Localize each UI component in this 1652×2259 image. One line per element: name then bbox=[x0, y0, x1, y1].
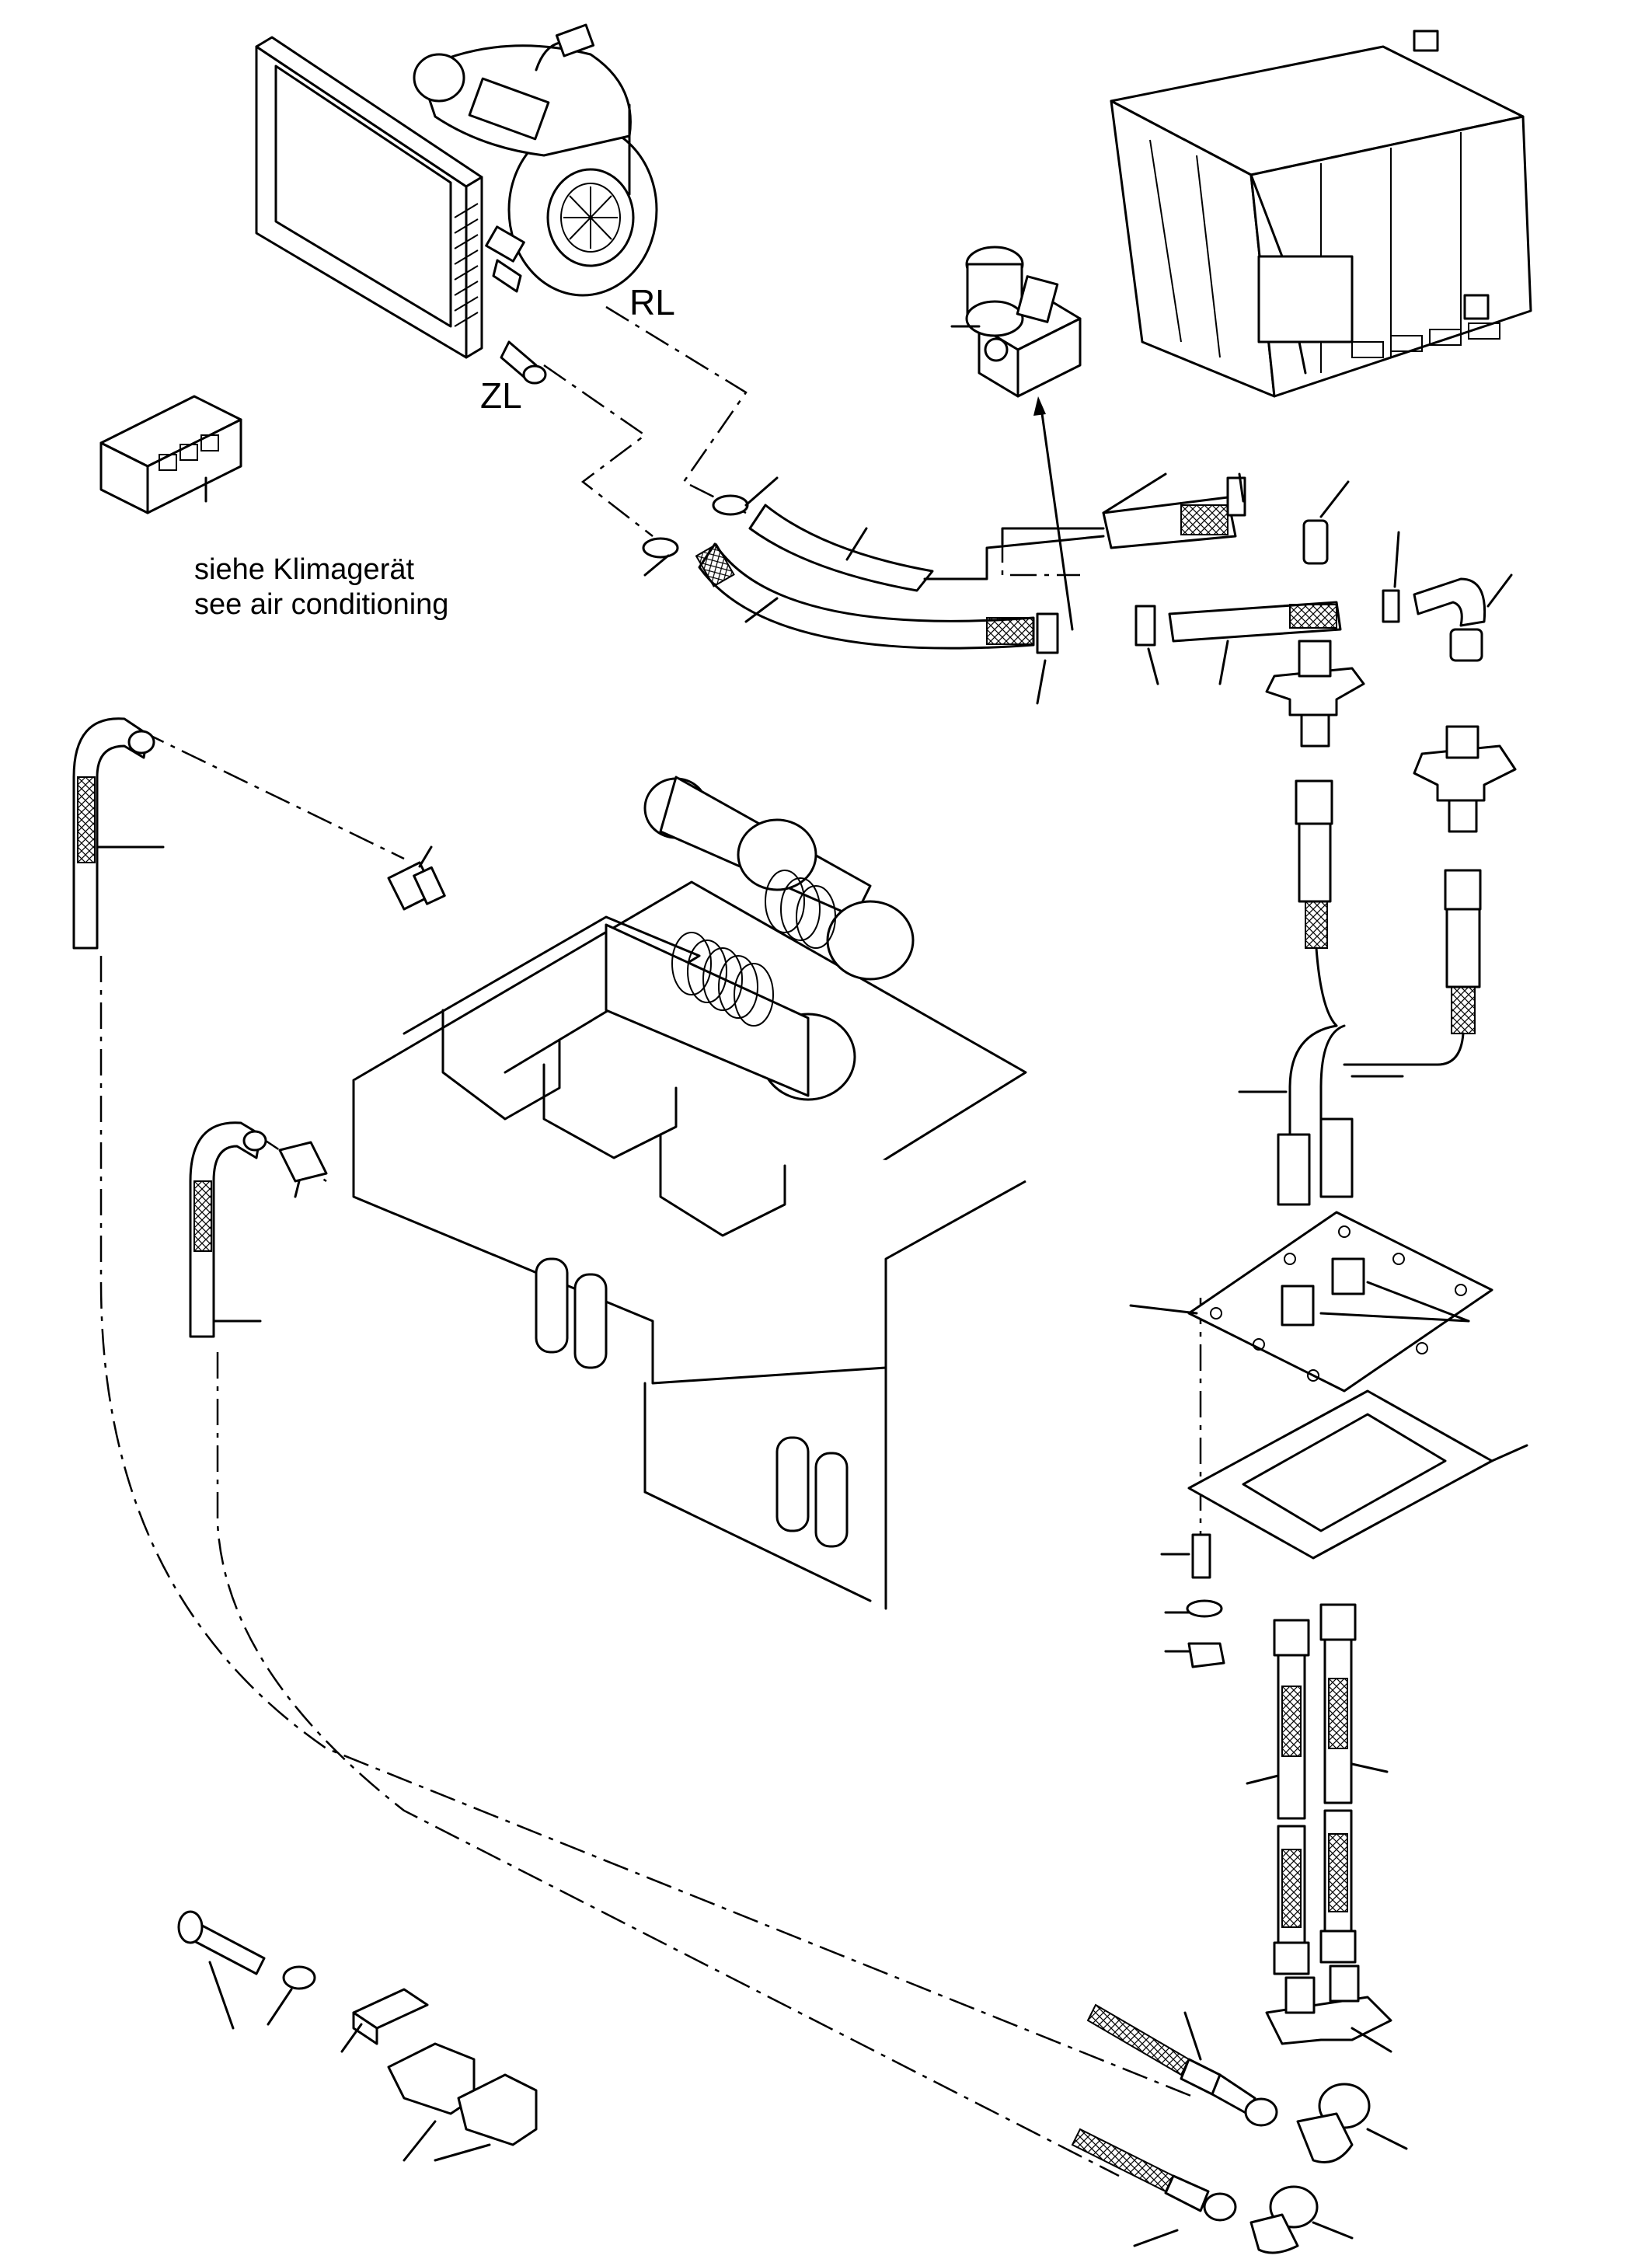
right-hoses-lower bbox=[1246, 1603, 1408, 2254]
note-german: siehe Klimagerät bbox=[194, 553, 414, 586]
heater-blower-unit bbox=[255, 23, 658, 385]
rl-label: RL bbox=[629, 282, 675, 322]
right-hoses-middle bbox=[1238, 779, 1482, 1206]
clamp-kit bbox=[177, 1910, 538, 2162]
climate-control-panel bbox=[99, 395, 242, 514]
heater-hoses-upper bbox=[642, 472, 1400, 705]
zl-label: ZL bbox=[480, 375, 522, 416]
solenoid-valve bbox=[950, 246, 1082, 398]
engine-block bbox=[352, 776, 1027, 1610]
flow-path-lines bbox=[99, 305, 1323, 2177]
flange-plate-upper bbox=[1129, 1211, 1493, 1393]
valve-arrow-head bbox=[1033, 396, 1046, 416]
operator-cab bbox=[1110, 30, 1532, 398]
right-fittings-upper bbox=[1265, 480, 1517, 833]
stud-washer-nut bbox=[1160, 1533, 1225, 1668]
left-hoses bbox=[72, 717, 446, 1338]
valve-arrow-line bbox=[1040, 406, 1074, 631]
lower-slanted-hoses bbox=[1071, 2003, 1278, 2247]
note-english: see air conditioning bbox=[194, 588, 448, 621]
gasket-plate bbox=[1187, 1389, 1528, 1560]
